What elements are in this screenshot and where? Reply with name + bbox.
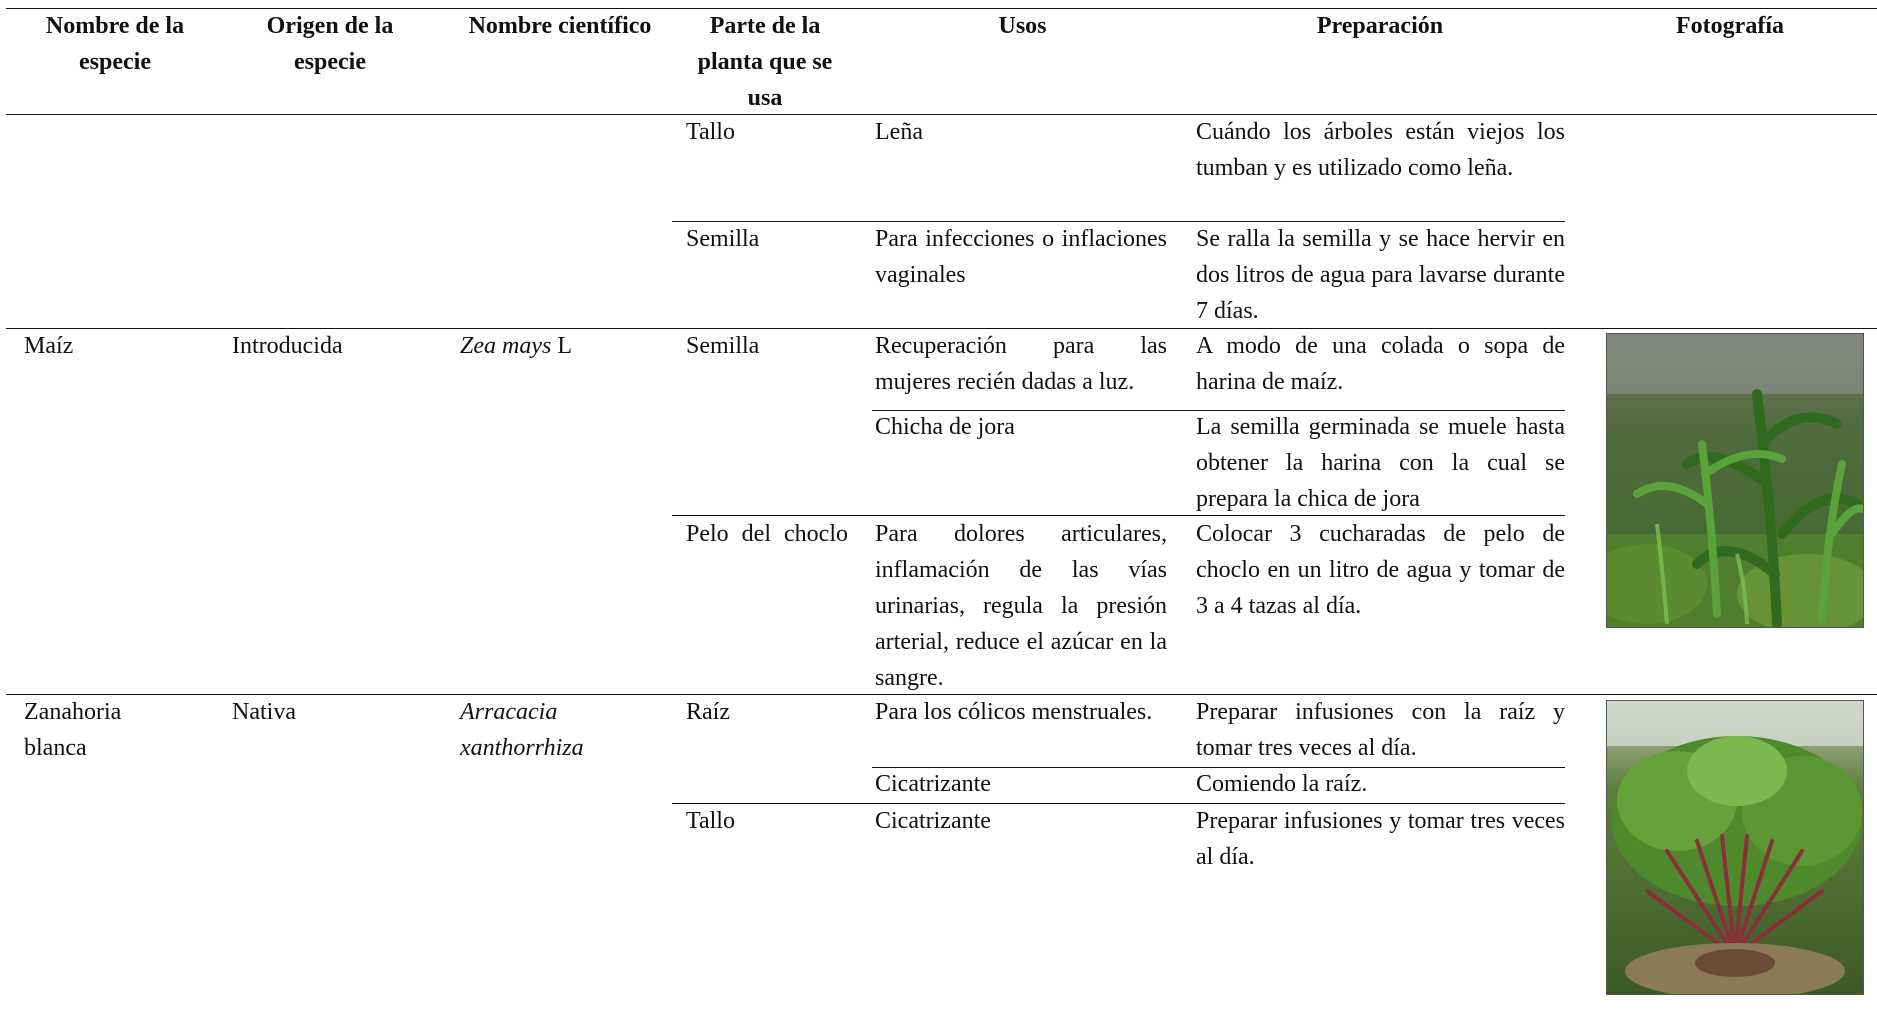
cell-preparacion: A modo de una colada o sopa de harina de… (1196, 333, 1565, 395)
sub-row-rule (872, 410, 1565, 411)
arracacia-plant-photo (1606, 700, 1864, 995)
row-rule (672, 515, 1565, 516)
header-origen: Origen de la especie (266, 13, 394, 75)
cell-parte: Raíz (686, 699, 730, 725)
cell-origen: Nativa (232, 699, 296, 725)
top-rule (6, 8, 1877, 9)
corn-plant-photo (1606, 333, 1864, 628)
cell-uso: Leña (875, 119, 923, 145)
cell-uso: Para infecciones o inflaciones vaginales (875, 226, 1167, 288)
cell-uso: Chicha de jora (875, 414, 1015, 440)
arracacia-plant-image (1607, 701, 1863, 994)
corn-plant-image (1607, 334, 1863, 627)
header-preparacion: Preparación (1316, 13, 1444, 39)
sub-row-rule (872, 767, 1565, 768)
cell-cientifico: Arracacia xanthorrhiza (460, 699, 584, 761)
cell-preparacion: La semilla germinada se muele hasta obte… (1196, 414, 1565, 512)
cell-uso: Para los cólicos menstruales. (875, 699, 1153, 725)
cell-uso: Recuperación para las mujeres recién dad… (875, 333, 1167, 395)
cell-cientifico: Zea mays L (460, 328, 572, 364)
row-rule (672, 803, 1565, 804)
header-nombre: Nombre de la especie (45, 13, 185, 75)
header-cientifico: Nombre científico (468, 13, 652, 39)
cell-preparacion: Cuándo los árboles están viejos los tumb… (1196, 119, 1565, 181)
cell-nombre: Zanahoria blanca (24, 699, 122, 761)
cell-preparacion: Preparar infusiones y tomar tres veces a… (1196, 808, 1565, 870)
cell-uso: Cicatrizante (875, 771, 991, 797)
cell-parte: Pelo del choclo (686, 521, 848, 547)
cell-parte: Semilla (686, 333, 760, 359)
header-fotografia: Fotografía (1676, 13, 1784, 39)
cell-origen: Introducida (232, 333, 343, 359)
cell-uso: Para dolores articulares, inflamación de… (875, 521, 1167, 691)
cell-nombre: Maíz (24, 333, 74, 359)
scientific-name-author: L (551, 333, 572, 359)
cell-preparacion: Colocar 3 cucharadas de pelo de choclo e… (1196, 521, 1565, 619)
scientific-name-italic: Zea mays (460, 333, 552, 359)
header-usos: Usos (998, 13, 1047, 39)
cell-parte: Tallo (686, 119, 735, 145)
cell-preparacion: Comiendo la raíz. (1196, 771, 1368, 797)
cell-preparacion: Se ralla la semilla y se hace hervir en … (1196, 226, 1565, 324)
row-rule (672, 221, 1565, 222)
species-rule (6, 694, 1877, 695)
cell-uso: Cicatrizante (875, 808, 991, 834)
cell-preparacion: Preparar infusiones con la raíz y tomar … (1196, 699, 1565, 761)
header-parte: Parte de la planta que se usa (697, 13, 833, 111)
cell-parte: Tallo (686, 808, 735, 834)
header-bottom-rule (6, 114, 1877, 115)
species-rule (6, 328, 1877, 329)
cell-parte: Semilla (686, 226, 760, 252)
